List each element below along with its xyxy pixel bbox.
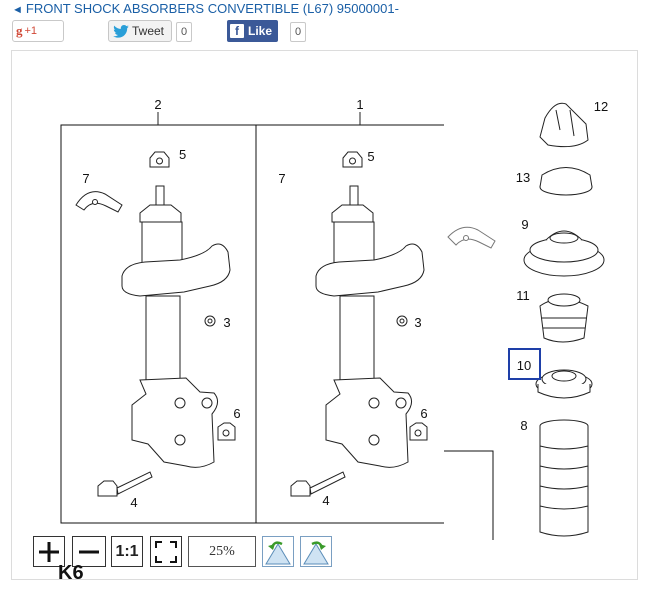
part-8-boot [539, 419, 589, 537]
fit-screen-icon [155, 540, 177, 563]
callout-l6[interactable]: 6 [233, 406, 240, 421]
left-nut-6 [217, 422, 236, 441]
rotate-left-button[interactable] [262, 536, 294, 567]
right-group-label: 1 [356, 97, 363, 112]
part-12-top-mount [539, 102, 589, 148]
zoom-level-field[interactable]: 25% [188, 536, 256, 567]
right-mount-bracket-7 [447, 226, 496, 249]
rotate-left-icon [265, 540, 291, 564]
right-nut-3 [396, 315, 408, 327]
callout-r7[interactable]: 7 [278, 171, 285, 186]
actual-size-button[interactable]: 1:1 [111, 536, 143, 567]
callout-8-leader-line [444, 450, 494, 540]
left-nut-5 [149, 151, 170, 168]
facebook-like-button[interactable]: f Like [227, 20, 278, 42]
back-arrow-icon: ◄ [12, 4, 23, 16]
callout-13[interactable]: 13 [516, 170, 530, 185]
facebook-like-count: 0 [290, 22, 306, 42]
zoom-level-value: 25% [209, 543, 235, 559]
part-13-cap [539, 167, 593, 196]
plus-icon [39, 541, 59, 562]
google-plus-button[interactable]: g +1 [12, 20, 64, 42]
rotate-right-icon [303, 540, 329, 564]
facebook-icon: f [230, 24, 244, 38]
callout-12[interactable]: 12 [594, 99, 608, 114]
part-10-bearing [535, 369, 593, 399]
zoom-in-button[interactable] [33, 536, 65, 567]
callout-r5[interactable]: 5 [367, 149, 374, 164]
right-bolt-4 [290, 471, 346, 497]
right-nut-6 [409, 422, 428, 441]
zoom-out-button[interactable] [72, 536, 106, 567]
left-bolt-4 [97, 471, 153, 497]
callout-l3[interactable]: 3 [223, 315, 230, 330]
right-assembly-box [255, 124, 444, 524]
callout-l7[interactable]: 7 [82, 171, 89, 186]
callout-r4[interactable]: 4 [322, 493, 329, 508]
part-11-jounce-bumper [539, 293, 589, 343]
part-9-upper-mount [523, 230, 605, 277]
callout-l5[interactable]: 5 [179, 147, 186, 162]
tweet-button[interactable]: Tweet [108, 20, 172, 42]
callout-r3[interactable]: 3 [414, 315, 421, 330]
minus-icon [79, 550, 99, 553]
highlight-box [508, 348, 541, 380]
left-mount-bracket-7 [75, 191, 123, 213]
tweet-count: 0 [176, 22, 192, 42]
twitter-bird-icon [113, 24, 129, 38]
left-nut-3 [204, 315, 216, 327]
callout-9[interactable]: 9 [521, 217, 528, 232]
fit-to-screen-button[interactable] [150, 536, 182, 567]
actual-size-label: 1:1 [115, 542, 139, 560]
page-code: K6 [58, 562, 84, 584]
facebook-like-label: Like [248, 24, 273, 38]
callout-l4[interactable]: 4 [130, 495, 137, 510]
callout-8[interactable]: 8 [520, 418, 527, 433]
callout-11[interactable]: 11 [516, 288, 530, 303]
rotate-right-button[interactable] [300, 536, 332, 567]
title-text: FRONT SHOCK ABSORBERS CONVERTIBLE (L67) … [25, 1, 399, 16]
right-shock-absorber[interactable] [315, 185, 425, 468]
diagram-viewport[interactable] [11, 50, 638, 580]
google-plus-icon: g [16, 23, 23, 38]
left-shock-absorber[interactable] [121, 185, 231, 468]
right-nut-5 [342, 151, 363, 168]
page-title[interactable]: ◄FRONT SHOCK ABSORBERS CONVERTIBLE (L67)… [12, 1, 399, 16]
google-plus-label: +1 [24, 25, 38, 37]
left-group-label: 2 [154, 97, 161, 112]
callout-10[interactable]: 10 [517, 358, 531, 373]
callout-r6[interactable]: 6 [420, 406, 427, 421]
tweet-label: Tweet [132, 24, 165, 38]
